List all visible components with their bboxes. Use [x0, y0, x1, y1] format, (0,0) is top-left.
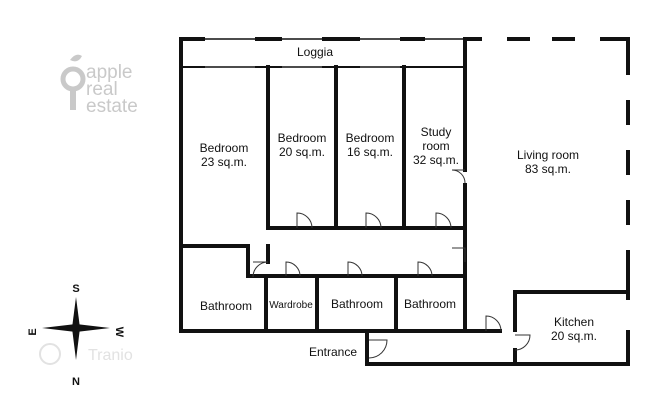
apple-leaf-icon	[60, 54, 86, 110]
compass-rose: S N E W	[27, 283, 125, 388]
compass-west: W	[113, 327, 125, 338]
wardrobe-label: Wardrobe	[269, 300, 313, 311]
bedroom-1-name: Bedroom	[200, 141, 249, 155]
bathroom-3-label: Bathroom	[404, 297, 456, 311]
windows	[181, 36, 631, 330]
compass-south: S	[72, 283, 79, 295]
tranio-logo-icon	[39, 343, 61, 365]
logo-line-apple: apple	[86, 62, 133, 83]
bedroom-1-area: 23 sq.m.	[201, 155, 247, 169]
loggia-label: Loggia	[297, 45, 333, 59]
bedroom-3-area: 16 sq.m.	[347, 145, 393, 159]
tranio-watermark: Tranio	[39, 343, 133, 365]
bathroom-2-label: Bathroom	[331, 297, 383, 311]
kitchen-name: Kitchen	[554, 315, 594, 329]
entrance-label: Entrance	[309, 345, 357, 359]
living-room-name: Living room	[517, 148, 579, 162]
study-name-line1: Study	[421, 125, 452, 139]
bathroom-1-label: Bathroom	[200, 299, 252, 313]
logo-line-estate: estate	[86, 96, 138, 117]
study-name-line2: room	[422, 139, 449, 153]
kitchen-area: 20 sq.m.	[551, 329, 597, 343]
compass-needle-horizontal-icon	[42, 324, 110, 332]
interior-walls	[179, 37, 630, 366]
compass-north: N	[72, 376, 80, 388]
apple-real-estate-logo: apple real estate	[60, 54, 138, 117]
logo-line-real: real	[86, 79, 118, 100]
study-area: 32 sq.m.	[413, 153, 459, 167]
doors	[252, 169, 531, 359]
bedroom-2-area: 20 sq.m.	[279, 145, 325, 159]
watermark-text: Tranio	[88, 347, 133, 364]
bedroom-3-name: Bedroom	[346, 131, 395, 145]
bedroom-2-name: Bedroom	[278, 131, 327, 145]
living-room-area: 83 sq.m.	[525, 162, 571, 176]
compass-east: E	[27, 328, 39, 335]
room-labels: Loggia Bedroom 23 sq.m. Bedroom 20 sq.m.…	[200, 45, 597, 359]
